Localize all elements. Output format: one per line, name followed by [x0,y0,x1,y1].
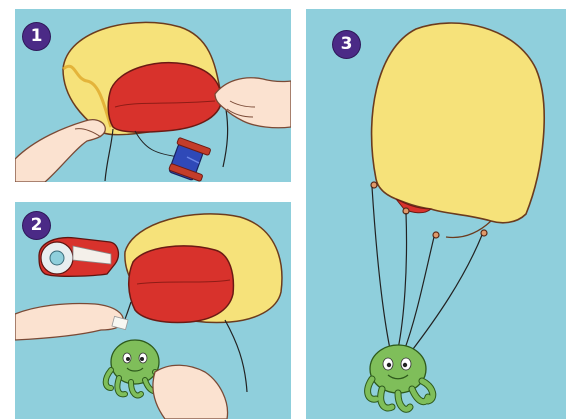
instruction-panel-step-3: 3 [306,9,566,419]
step-2-illustration [15,202,291,419]
tape-dispenser [39,238,118,277]
step-2-badge: 2 [23,212,50,239]
red-fabric [129,246,234,323]
instruction-panel-step-1: 1 [15,9,291,182]
parachute-canopy [372,23,545,223]
step-1-badge: 1 [23,23,50,50]
step-1-illustration [15,9,291,182]
step-3-badge: 3 [333,31,360,58]
step-3-illustration [306,9,566,419]
red-fabric [108,63,222,132]
instruction-panel-step-2: 2 [15,202,291,419]
